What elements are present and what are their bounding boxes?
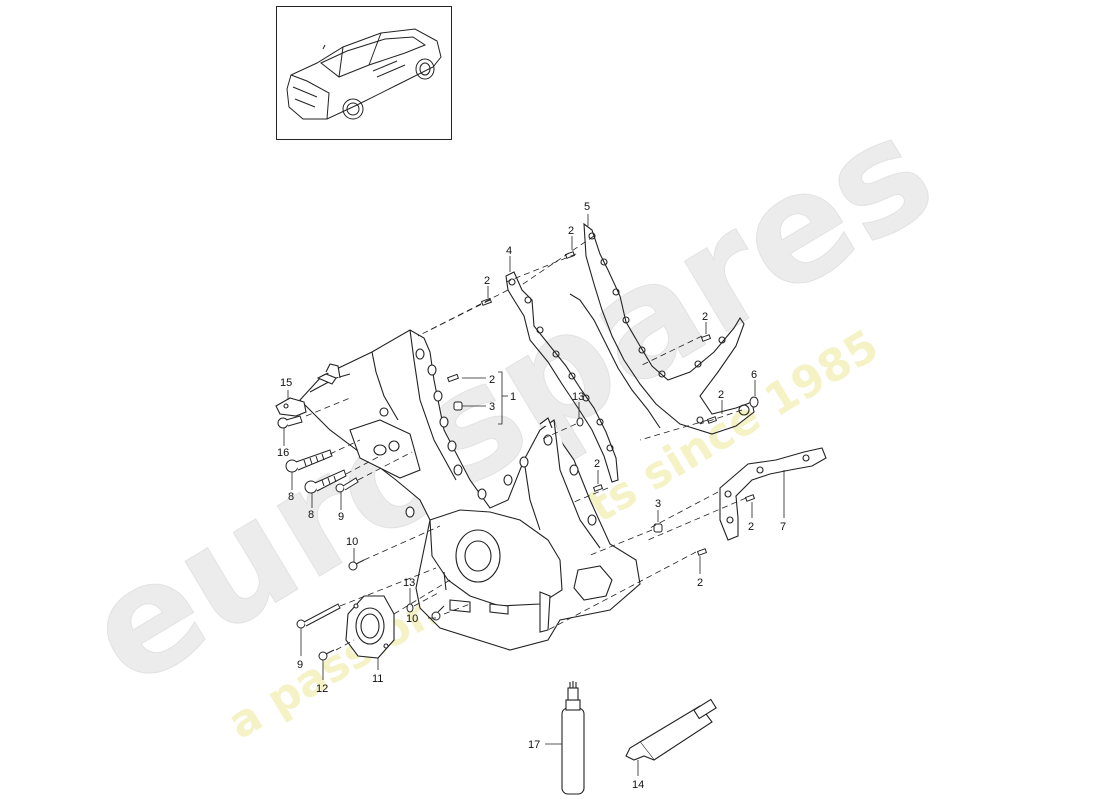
callout-2: 2: [489, 374, 495, 386]
callout-2: 2: [718, 389, 724, 401]
callout-6: 6: [751, 369, 757, 381]
plug-13a: [576, 417, 584, 427]
leader-lines: [283, 214, 785, 776]
callout-3: 3: [655, 498, 661, 510]
callout-2: 2: [568, 225, 574, 237]
car-thumbnail-icon: [286, 28, 442, 120]
callout-2: 2: [697, 577, 703, 589]
callout-2: 2: [702, 311, 708, 323]
bolt-9b: [296, 603, 341, 629]
callout-2: 2: [484, 275, 490, 287]
gasket-4: [505, 271, 619, 483]
callout-7: 7: [780, 521, 786, 533]
callout-13: 13: [403, 577, 415, 589]
callout-1: 1: [510, 391, 516, 403]
callout-11: 11: [372, 673, 383, 685]
sealant-bottle-17: [561, 681, 585, 795]
timing-case-housing: [299, 329, 641, 651]
callout-2: 2: [594, 458, 600, 470]
gasket-5: [569, 222, 755, 435]
callout-17: 17: [528, 739, 540, 751]
paste-tube-14: [625, 698, 717, 761]
bolts: [277, 396, 759, 661]
callout-13: 13: [572, 391, 584, 403]
callout-labels: 5 2 4 2 2 15 2 3 1 13 6 2 16 8 8 9 2 3 2…: [277, 201, 786, 791]
gasket-7: [719, 447, 827, 541]
bolt-16: [277, 415, 303, 429]
bolt-10a: [348, 559, 365, 571]
bolt-8b: [304, 469, 347, 494]
callout-16: 16: [277, 447, 289, 459]
callout-8: 8: [288, 491, 294, 503]
bolt-9a: [335, 477, 359, 493]
vehicle-thumbnail: [276, 6, 452, 140]
callout-14: 14: [632, 779, 644, 791]
plug-13b: [406, 603, 414, 613]
callout-9: 9: [297, 659, 303, 671]
bracket-15: [275, 397, 307, 417]
callout-3: 3: [489, 401, 495, 413]
callout-8: 8: [308, 509, 314, 521]
callout-5: 5: [584, 201, 590, 213]
callout-10: 10: [346, 536, 358, 548]
callout-12: 12: [316, 683, 328, 695]
plug-6: [749, 396, 759, 408]
callout-9: 9: [338, 511, 344, 523]
callout-4: 4: [506, 245, 512, 257]
callout-15: 15: [280, 377, 292, 389]
callout-2: 2: [748, 521, 754, 533]
crankshaft-seal-11: [345, 595, 395, 659]
callout-10: 10: [406, 613, 418, 625]
